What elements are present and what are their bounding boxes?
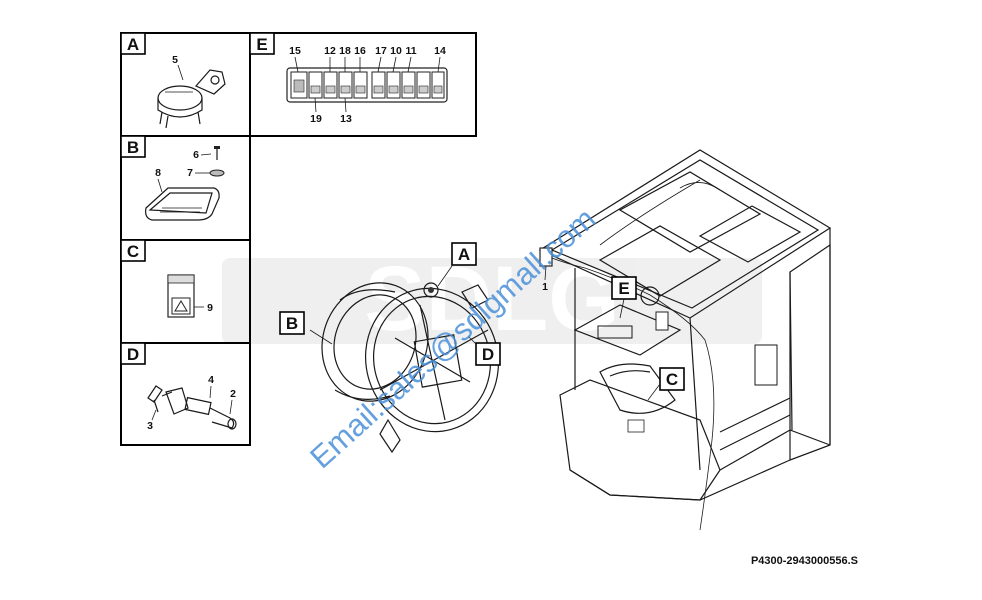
part-number-10: 10 bbox=[390, 45, 402, 57]
panel-c-letter: C bbox=[127, 242, 139, 261]
callout-a: A bbox=[451, 242, 477, 266]
callout-a-label: A bbox=[458, 245, 470, 264]
cab-drawing bbox=[538, 149, 832, 531]
callout-e: E bbox=[611, 276, 637, 319]
part-number-4: 4 bbox=[208, 374, 214, 386]
part-number-8: 8 bbox=[155, 167, 161, 179]
callout-d-label: D bbox=[482, 345, 494, 364]
hazard-switch-part bbox=[167, 274, 195, 318]
cover-part bbox=[145, 187, 220, 221]
callout-c: C bbox=[647, 367, 685, 401]
part-number-5: 5 bbox=[172, 54, 178, 66]
screw-part bbox=[214, 146, 220, 160]
part-number-12: 12 bbox=[324, 45, 336, 57]
part-number-7: 7 bbox=[187, 167, 193, 179]
part-number-11: 11 bbox=[405, 45, 416, 57]
washer-part bbox=[209, 169, 225, 177]
ignition-switch-part bbox=[157, 69, 226, 129]
panel-e-tag bbox=[249, 32, 275, 55]
part-number-1: 1 bbox=[542, 281, 548, 293]
panel-c-tag bbox=[120, 239, 146, 262]
panel-d-tag bbox=[120, 342, 146, 365]
part-number-18: 18 bbox=[339, 45, 351, 57]
panel-a-letter: A bbox=[127, 35, 139, 54]
panel-c: C 9 bbox=[120, 239, 213, 318]
panel-e: E 15 12 18 16 17 10 11 14 19 13 bbox=[249, 32, 448, 125]
part-number-17: 17 bbox=[375, 45, 387, 57]
callout-c-label: C bbox=[666, 370, 678, 389]
panel-b-letter: B bbox=[127, 138, 139, 157]
part-number-16: 16 bbox=[354, 45, 366, 57]
panel-b-tag bbox=[120, 135, 146, 158]
part-number-15: 15 bbox=[289, 45, 301, 57]
part-number-9: 9 bbox=[207, 302, 213, 314]
callout-e-label: E bbox=[618, 279, 629, 298]
switch-panel-part bbox=[286, 56, 448, 113]
panel-d: D 4 2 3 bbox=[120, 342, 237, 432]
panel-a: A 5 bbox=[120, 32, 226, 129]
panel-e-letter: E bbox=[256, 35, 267, 54]
drawing-code: P4300-2943000556.S bbox=[751, 555, 858, 567]
part-number-14: 14 bbox=[434, 45, 446, 57]
callout-b: B bbox=[279, 311, 305, 335]
part-number-19: 19 bbox=[310, 113, 322, 125]
part-number-2: 2 bbox=[230, 388, 236, 400]
connector-part bbox=[147, 385, 237, 430]
callout-b-label: B bbox=[286, 314, 298, 333]
part-number-3: 3 bbox=[147, 420, 153, 432]
part-number-6: 6 bbox=[193, 149, 199, 161]
panel-d-letter: D bbox=[127, 345, 139, 364]
panel-a-tag bbox=[120, 32, 146, 55]
part-number-13: 13 bbox=[340, 113, 352, 125]
panel-b: B 6 7 8 bbox=[120, 135, 225, 221]
callout-d: D bbox=[475, 342, 501, 366]
